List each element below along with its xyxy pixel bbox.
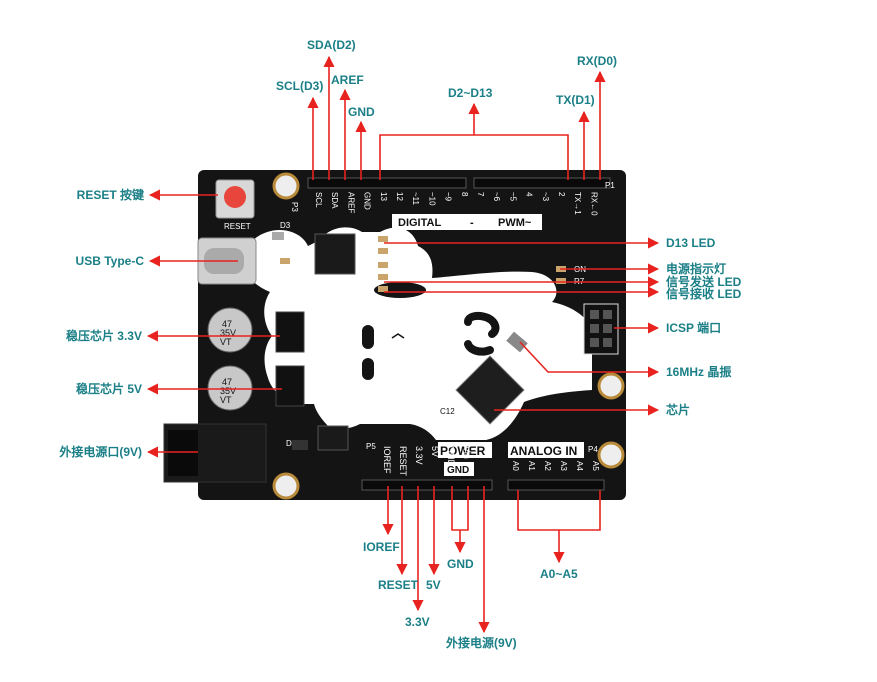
pin-label: A0: [511, 461, 520, 471]
regulator-5v: [275, 365, 305, 407]
regulator-3v3: [275, 311, 305, 353]
callout-labels: SDA(D2) SCL(D3) AREF GND D2~D13 RX(D0) T…: [59, 38, 741, 650]
svg-text:35V: 35V: [220, 328, 236, 338]
label-tx-led: 信号发送 LED: [666, 274, 742, 289]
svg-text:P3: P3: [290, 202, 299, 212]
pin-label: ~11: [411, 192, 420, 206]
pin-label: A1: [527, 461, 536, 471]
pin-label: A2: [543, 461, 552, 471]
pin-label: TX→1: [573, 192, 582, 215]
pin-label: 2: [557, 192, 566, 197]
label-gnd-top: GND: [348, 105, 375, 119]
silk-reset: RESET: [224, 222, 251, 231]
pin-label: 7: [476, 192, 485, 197]
leader-lines: [146, 55, 660, 634]
silk-analog-in: ANALOG IN: [510, 444, 577, 458]
pin-label: ~6: [492, 192, 501, 202]
pin-label: GND: [363, 192, 372, 210]
label-regulator-3v3: 稳压芯片 3.3V: [66, 328, 142, 343]
pin-label: 4: [525, 192, 534, 197]
svg-text:47: 47: [222, 319, 232, 329]
label-icsp: ICSP 端口: [666, 320, 721, 335]
pin-label: IOREF: [382, 446, 392, 474]
pin-label: A3: [559, 461, 568, 471]
reset-button: RESET: [215, 179, 255, 231]
label-reset-button: RESET 按键: [77, 187, 144, 202]
pin-label: RESET: [398, 446, 408, 477]
label-chip: 芯片: [666, 402, 690, 417]
svg-text:VT: VT: [220, 337, 232, 347]
pin-label: 3.3V: [414, 446, 424, 465]
svg-text:P1: P1: [605, 181, 615, 190]
svg-text:35V: 35V: [220, 386, 236, 396]
silk-gnd-box: GND: [447, 465, 469, 476]
label-dc-jack: 外接电源口(9V): [59, 444, 142, 459]
silk-pwm: PWM~: [498, 217, 532, 229]
label-rx: RX(D0): [577, 54, 617, 68]
pin-label: AREF: [346, 192, 355, 213]
silk-digital: DIGITAL: [398, 217, 441, 229]
usb-serial-chip: [314, 233, 356, 275]
mcu-chip: [455, 355, 525, 425]
top-pin-header: P1 P3 SCL SDA AREF GND 13 12 ~11 ~10 ~9 8 7 ~6 ~5 4 ~3…: [290, 177, 615, 230]
small-chip: [317, 425, 349, 451]
silk-c5: C5: [280, 247, 291, 256]
label-d13-led: D13 LED: [666, 236, 716, 250]
label-regulator-5v: 稳压芯片 5V: [76, 381, 142, 396]
label-usb: USB Type-C: [76, 254, 145, 268]
svg-text:47: 47: [222, 377, 232, 387]
pin-label: A4: [575, 461, 584, 471]
pin-label: ~9: [444, 192, 453, 202]
pin-label: ~5: [508, 192, 517, 202]
icsp-header: [583, 303, 619, 355]
silk-d1: D1: [286, 439, 297, 448]
led-array: [378, 236, 388, 292]
pin-label: 12: [395, 192, 404, 201]
label-gnd-bottom: GND: [447, 557, 474, 571]
pin-label: SCL: [314, 192, 323, 208]
label-d2-d13: D2~D13: [448, 86, 493, 100]
label-scl: SCL(D3): [276, 79, 323, 93]
label-ioref: IOREF: [363, 540, 400, 554]
board: RESET D3 C5 47 35V VT 47 35V VT D1: [163, 170, 626, 500]
analog-header: ANALOG IN P4 A0 A1 A2 A3 A4 A5: [507, 442, 605, 491]
pin-label: Vin: [462, 446, 472, 459]
label-rx-led: 信号接收 LED: [666, 286, 742, 301]
label-3v3: 3.3V: [405, 615, 430, 629]
svg-text:VT: VT: [220, 395, 232, 405]
label-5v: 5V: [426, 578, 441, 592]
silk-power: POWER: [440, 444, 486, 458]
label-sda: SDA(D2): [307, 38, 356, 52]
svg-text:P5: P5: [366, 442, 376, 451]
capacitor-1: 47 35V VT: [207, 307, 253, 353]
label-a0-a5: A0~A5: [540, 567, 578, 581]
svg-text:-: -: [470, 217, 474, 229]
label-tx: TX(D1): [556, 93, 595, 107]
silk-d3: D3: [280, 221, 291, 230]
label-power-led: 电源指示灯: [666, 261, 726, 276]
pin-label: GND: [446, 446, 456, 467]
pin-label: ~10: [427, 192, 436, 206]
label-aref: AREF: [331, 73, 364, 87]
label-crystal: 16MHz 晶振: [666, 364, 731, 379]
pin-label: 8: [460, 192, 469, 197]
capacitor-2: 47 35V VT: [207, 365, 253, 411]
silk-c12: C12: [440, 407, 455, 416]
pin-label: RX←0: [589, 192, 598, 216]
svg-text:P4: P4: [588, 445, 598, 454]
pin-label: 13: [379, 192, 388, 201]
pin-label: ~3: [541, 192, 550, 202]
mounting-holes: [272, 172, 625, 500]
crystal-16mhz: [506, 331, 528, 353]
pin-label: 5V: [430, 446, 440, 457]
label-vin: 外接电源(9V): [446, 635, 517, 650]
pin-label: A5: [591, 461, 600, 471]
power-header: POWER P5 IOREF RESET 3.3V 5V GND Vin GND: [361, 442, 493, 491]
pin-label: SDA: [330, 192, 339, 209]
label-reset-pin: RESET: [378, 578, 419, 592]
